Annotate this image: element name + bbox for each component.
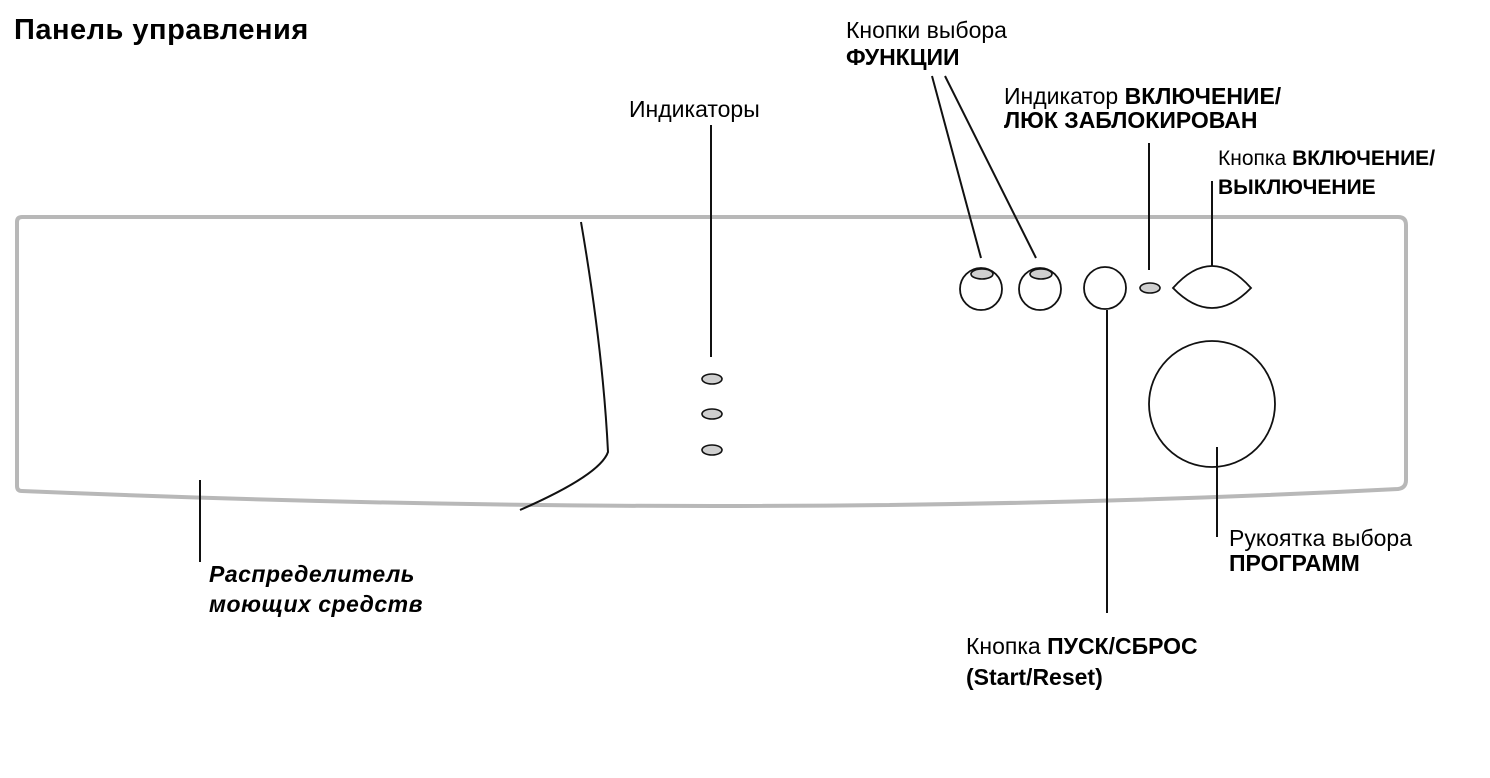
function-buttons-label-line2: ФУНКЦИИ <box>846 44 960 70</box>
function-button-2-led <box>1029 268 1053 280</box>
power-indicator-label-line1: Индикатор ВКЛЮЧЕНИЕ/ <box>1004 80 1281 112</box>
indicators-label: Индикаторы <box>629 96 760 122</box>
program-selector-knob[interactable] <box>1148 340 1276 468</box>
indicator-light-2 <box>701 408 723 420</box>
power-button[interactable] <box>1171 265 1253 309</box>
power-button-label-line2: ВЫКЛЮЧЕНИЕ <box>1218 176 1376 199</box>
start-reset-bold: ПУСК/СБРОС <box>1047 633 1198 659</box>
start-reset-button[interactable] <box>1083 266 1127 310</box>
program-knob-label-line2: ПРОГРАММ <box>1229 550 1360 576</box>
function-button-2[interactable] <box>1018 267 1062 311</box>
power-button-bold: ВКЛЮЧЕНИЕ/ <box>1292 147 1436 170</box>
function-buttons-label-line1: Кнопки выбора <box>846 17 1007 43</box>
power-indicator-bold: ВКЛЮЧЕНИЕ/ <box>1124 83 1282 109</box>
panel-outline <box>15 215 1408 509</box>
start-reset-prefix: Кнопка <box>966 633 1041 659</box>
function-button-1[interactable] <box>959 267 1003 311</box>
indicator-light-1 <box>701 373 723 385</box>
function-button-leader-1 <box>931 75 982 259</box>
page-title: Панель управления <box>14 14 309 46</box>
power-indicator-label-line2: ЛЮК ЗАБЛОКИРОВАН <box>1004 107 1258 133</box>
detergent-label-line2: моющих средств <box>209 591 423 617</box>
power-button-label-line1: Кнопка ВКЛЮЧЕНИЕ/ <box>1218 143 1435 175</box>
power-indicator-prefix: Индикатор <box>1004 83 1119 109</box>
power-button-prefix: Кнопка <box>1218 147 1287 170</box>
function-button-1-led <box>970 268 994 280</box>
start-reset-label-line1: Кнопка ПУСК/СБРОС <box>966 630 1198 662</box>
start-reset-label-line2: (Start/Reset) <box>966 664 1103 690</box>
detergent-drawer-edge <box>519 221 610 511</box>
detergent-label-line1: Распределитель <box>209 561 415 587</box>
function-button-leader-2 <box>944 75 1037 259</box>
power-door-indicator <box>1139 282 1161 294</box>
program-knob-label-line1: Рукоятка выбора <box>1229 525 1412 551</box>
indicator-light-3 <box>701 444 723 456</box>
